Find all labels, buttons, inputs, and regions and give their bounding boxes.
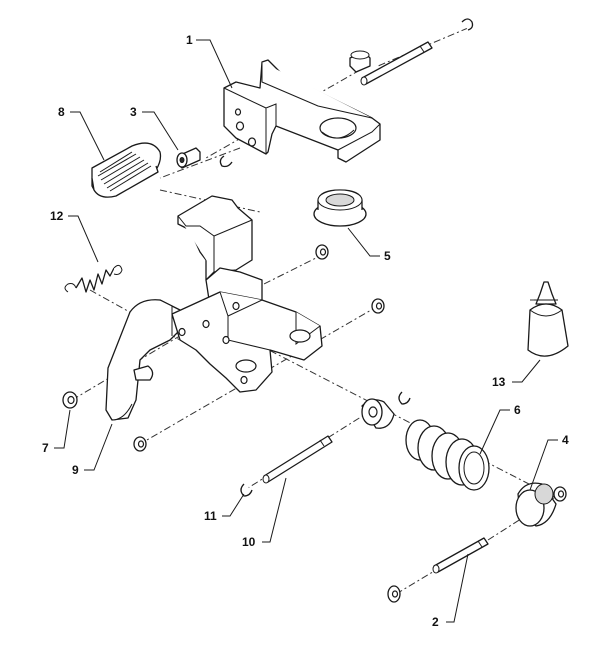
part-screw (176, 147, 201, 169)
callout-4: 4 (562, 433, 569, 447)
part-knob-cap (515, 482, 557, 527)
callout-1: 1 (186, 33, 193, 47)
part-coil-spring (405, 419, 490, 491)
callout-11: 11 (204, 509, 217, 523)
part-top-clip (461, 18, 474, 31)
part-washer-b (371, 298, 385, 314)
part-washer-bottom (387, 585, 401, 603)
part-pin-bottom (432, 537, 489, 574)
part-top-bolt (349, 50, 371, 73)
part-small-spring (64, 264, 123, 293)
part-upper-bracket (223, 59, 381, 163)
part-washer-a (315, 244, 329, 260)
part-main-bracket (105, 195, 323, 421)
part-roller-bushing (361, 398, 395, 429)
part-pedal-pad (91, 142, 162, 198)
callout-10: 10 (242, 535, 256, 549)
callout-9: 9 (72, 463, 79, 477)
callout-12: 12 (50, 209, 64, 223)
callout-2: 2 (432, 615, 439, 629)
part-knob-washer (553, 486, 567, 502)
part-washer-lower (133, 436, 147, 452)
callout-5: 5 (384, 249, 391, 263)
part-pin-lower (262, 435, 333, 484)
callout-8: 8 (58, 105, 65, 119)
callout-6: 6 (514, 403, 521, 417)
callout-3: 3 (130, 105, 137, 119)
callout-7: 7 (42, 441, 49, 455)
part-long-pin-top (360, 41, 433, 86)
part-washer-left (62, 391, 78, 409)
leader-lines (54, 39, 558, 623)
part-clip-small (219, 155, 233, 168)
part-clip-center (398, 391, 411, 405)
part-clip-lower (240, 483, 253, 497)
callout-labels: 1 2 3 4 5 6 7 8 9 10 11 12 13 (42, 33, 569, 629)
callout-13: 13 (492, 375, 506, 389)
part-rubber-stop (527, 281, 569, 357)
part-bushing (313, 189, 367, 227)
pedal-ribs (97, 151, 152, 192)
